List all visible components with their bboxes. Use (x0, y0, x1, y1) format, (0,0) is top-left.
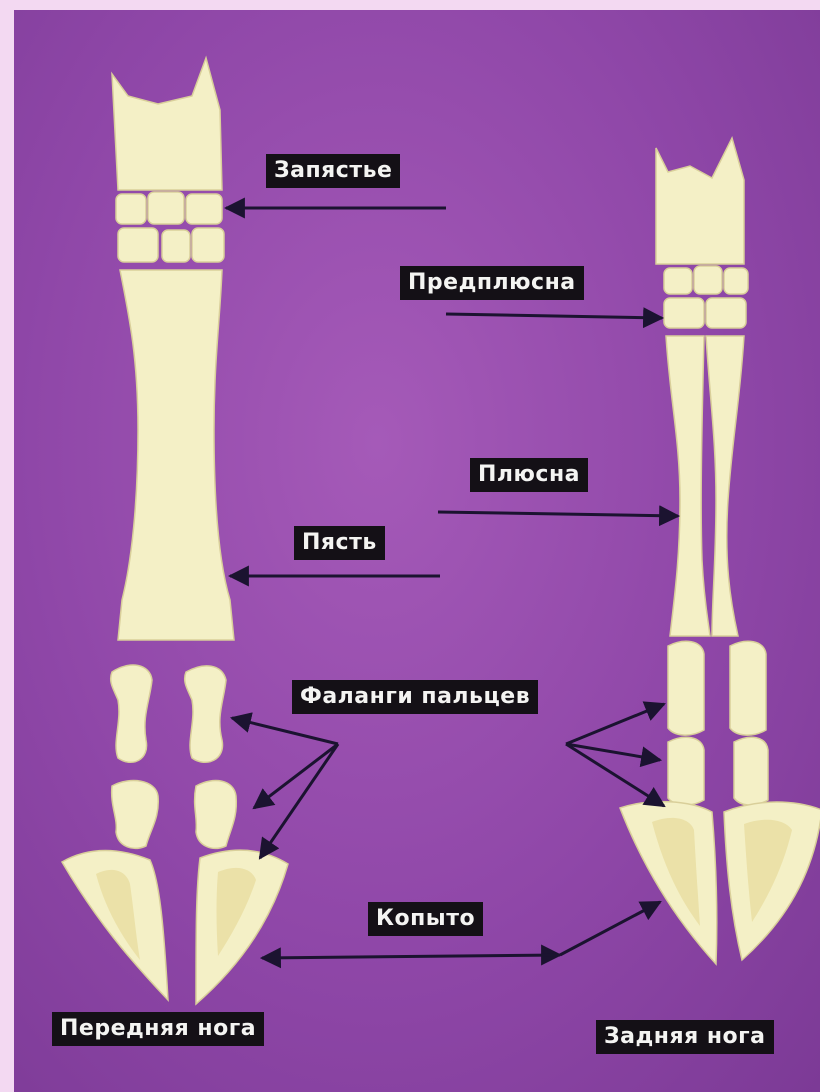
label-phalanges: Фаланги пальцев (292, 680, 538, 714)
arrow-phalanges-front-2 (254, 744, 338, 808)
front-phalanx-1-left (111, 665, 152, 762)
label-hind-leg: Задняя нога (596, 1020, 774, 1054)
label-hoof: Копыто (368, 902, 483, 936)
label-carpus: Запястье (266, 154, 400, 188)
pointer-arrows (226, 208, 678, 958)
hind-phalanx-2-left (668, 737, 704, 805)
front-carpal-bones (116, 192, 224, 262)
front-leg-skeleton (62, 58, 288, 1004)
arrow-phalanges-front-1 (232, 718, 338, 744)
hind-metatarsus-left (666, 336, 710, 636)
arrow-metatarsus (438, 512, 678, 516)
arrow-hoof-left (262, 955, 560, 958)
front-phalanx-2-right (195, 781, 237, 849)
arrow-hoof-right (560, 902, 660, 955)
label-metacarpus: Пясть (294, 526, 385, 560)
arrow-tarsus (446, 314, 662, 318)
hind-phalanx-1-right (730, 641, 766, 735)
front-radius-end (112, 58, 222, 190)
label-front-leg: Передняя нога (52, 1012, 264, 1046)
label-tarsus: Предплюсна (400, 266, 584, 300)
hind-tibia-end (656, 138, 744, 264)
hind-tarsal-bones (664, 266, 748, 328)
front-phalanx-1-right (185, 666, 226, 762)
hind-phalanx-1-left (668, 641, 704, 735)
front-phalanx-2-left (112, 781, 159, 849)
label-metatarsus: Плюсна (470, 458, 588, 492)
hind-phalanx-2-right (734, 737, 768, 805)
hind-leg-skeleton (620, 138, 820, 964)
arrow-phalanges-front-3 (260, 744, 338, 858)
front-metacarpus (118, 270, 234, 640)
arrow-phalanges-hind-1 (566, 704, 664, 744)
hind-metatarsus-right (706, 336, 744, 636)
